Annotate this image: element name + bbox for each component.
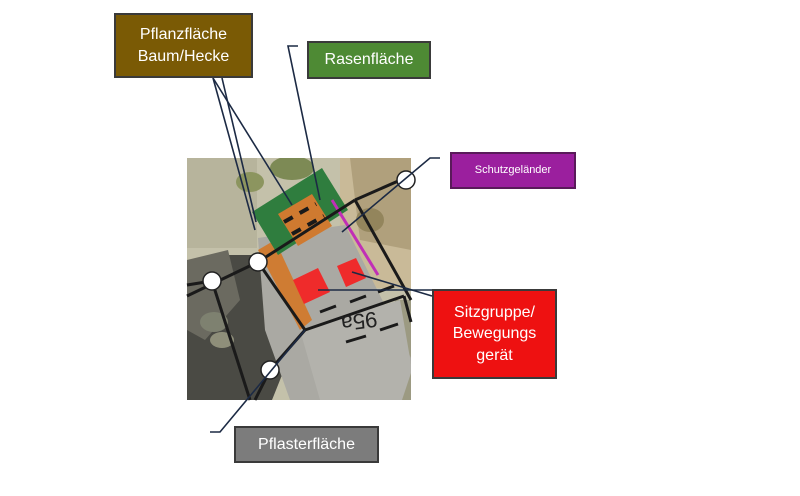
label-sitzgruppe-text: Sitzgruppe/ Bewegungs gerät: [452, 303, 537, 364]
seating-area-1: [293, 268, 330, 304]
boundary-nodes: [202, 170, 416, 380]
label-schutzgelaender: Schutzgeländer: [450, 152, 576, 189]
label-rasenflaeche-text: Rasenfläche: [324, 51, 414, 69]
label-rasenflaeche: Rasenfläche: [307, 41, 431, 79]
planting-dashes: [283, 202, 325, 236]
railing-line: [330, 199, 380, 276]
leader-lines: [210, 45, 440, 433]
seating-area-2: [337, 258, 366, 287]
label-pflanzflaeche: Pflanzfläche Baum/Hecke: [114, 13, 253, 78]
label-sitzgruppe: Sitzgruppe/ Bewegungs gerät: [432, 289, 557, 379]
label-pflanzflaeche-text: Pflanzfläche Baum/Hecke: [137, 25, 230, 65]
label-pflasterflaeche-text: Pflasterfläche: [258, 435, 355, 453]
label-pflasterflaeche: Pflasterfläche: [234, 426, 379, 463]
paving-dashes: [319, 284, 399, 344]
label-schutzgelaender-text: Schutzgeländer: [474, 164, 552, 177]
house-number: 95a: [338, 306, 379, 336]
